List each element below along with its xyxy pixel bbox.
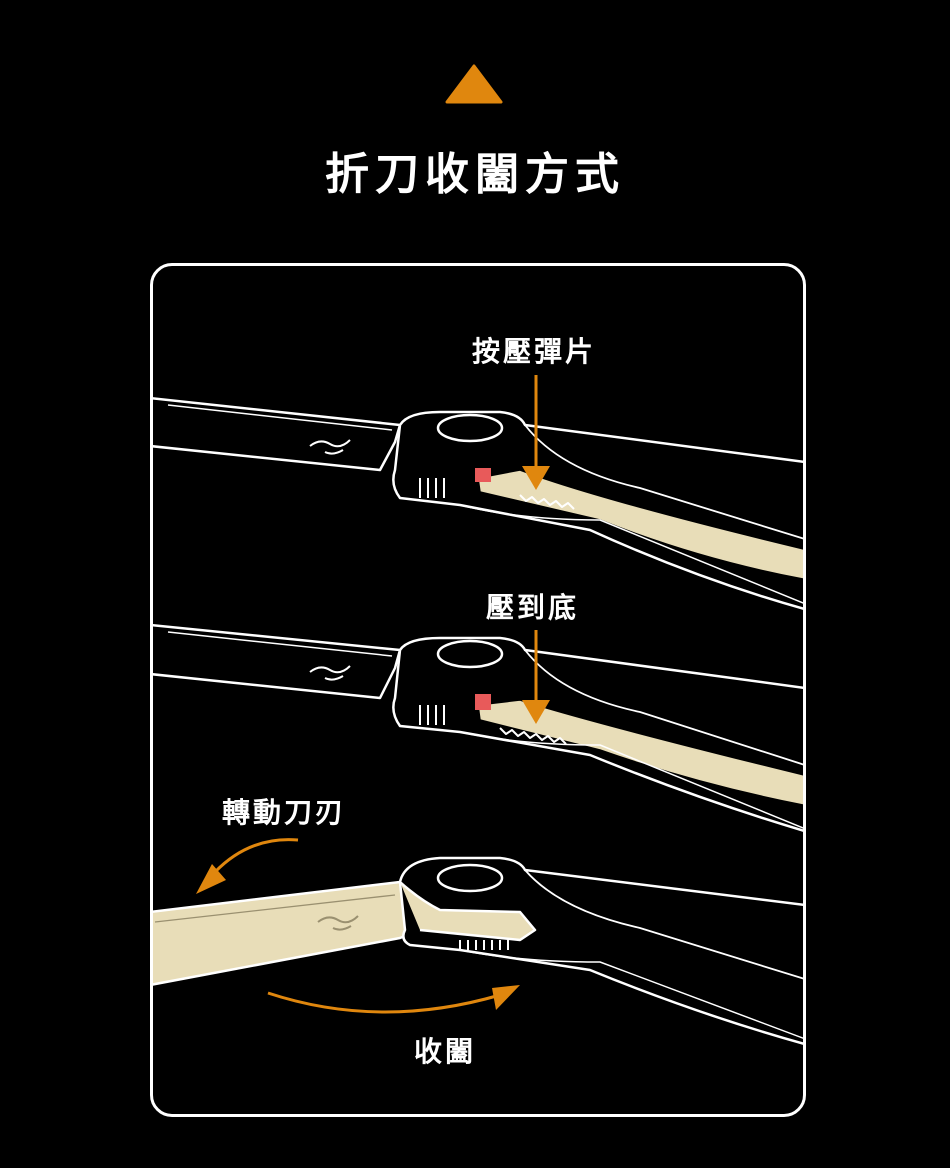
close-label: 收闔 <box>414 1030 476 1070</box>
rotate-blade-label: 轉動刀刃 <box>222 791 346 831</box>
knife-step-3 <box>150 858 808 1045</box>
press-liner-label: 按壓彈片 <box>472 330 596 370</box>
press-bottom-label: 壓到底 <box>486 586 579 626</box>
knife-step-1 <box>150 398 808 610</box>
